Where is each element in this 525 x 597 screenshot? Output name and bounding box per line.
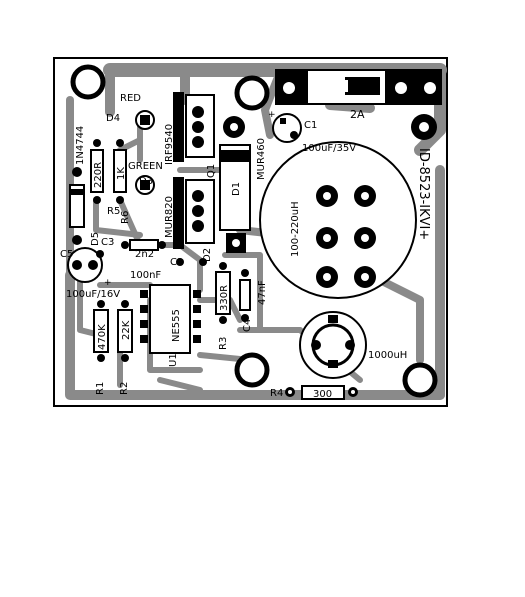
r4-label: R4 <box>270 388 283 399</box>
fuse-holder <box>275 69 442 105</box>
r5-label: R5 <box>107 206 120 217</box>
d1-diode <box>219 144 251 231</box>
fuse-rating-label: 2A <box>350 108 365 121</box>
fuse-label: FUSE <box>350 83 373 93</box>
inductor-label: 100-220uH <box>290 201 301 257</box>
d5-label: D5 <box>90 232 101 246</box>
plus-c5: + <box>104 278 112 288</box>
large-pads <box>223 114 437 397</box>
inductor-pads <box>316 185 376 288</box>
mur820-label: MUR820 <box>164 196 175 238</box>
green-label: GREEN <box>128 161 163 172</box>
output-capacitor <box>299 311 367 379</box>
q1-transistor <box>173 92 215 162</box>
led-green <box>135 175 155 195</box>
r4-resistor <box>301 385 345 400</box>
zener-diode <box>69 167 85 245</box>
c3-label: C3 <box>101 237 114 248</box>
c2-value-label: 100nF <box>130 270 161 281</box>
r1-label: R1 <box>95 382 106 395</box>
plus-c1: + <box>268 110 276 120</box>
c1-value-label: 100uF/35V <box>302 143 356 154</box>
c1-label: C1 <box>304 120 317 131</box>
d3-label: D3 <box>139 176 153 187</box>
r2-label: R2 <box>119 382 130 395</box>
r2-value-label: 22K <box>121 320 132 340</box>
d2-diode <box>173 177 215 249</box>
d2-label: D2 <box>202 248 213 262</box>
c3-value-label: 2n2 <box>135 249 154 260</box>
inductor-outline <box>259 141 417 299</box>
d1-label: D1 <box>231 182 242 196</box>
zener-label: 1N4744 <box>75 126 86 165</box>
c4-value-label: 47nF <box>257 280 268 305</box>
mounting-holes <box>70 64 438 398</box>
r1-value-label: 470K <box>97 324 108 350</box>
q1-label: IRF9540 <box>164 124 175 165</box>
c5-value-label: 100uF/16V <box>66 289 120 300</box>
r5-resistor <box>90 139 104 204</box>
r3-value-label: 330R <box>219 285 230 311</box>
r3-label: R3 <box>218 337 229 350</box>
c4-label: C4 <box>242 319 253 332</box>
mur460-label: MUR460 <box>256 138 267 180</box>
r3-resistor <box>215 262 231 324</box>
c5-capacitor <box>67 247 104 283</box>
c4-capacitor <box>239 269 251 322</box>
big-cap-label: 1000uH <box>368 350 407 361</box>
r2-resistor <box>117 300 133 362</box>
board-vertical-label: ID-8523-IKVI+ <box>416 148 431 240</box>
ne555-chip <box>140 284 201 354</box>
red-label: RED <box>120 93 141 104</box>
r1k-label: 1K <box>116 167 127 180</box>
c5-label: C5 <box>60 249 73 260</box>
c1-capacitor <box>272 113 302 143</box>
r220-label: 220R <box>93 162 104 188</box>
d4-label: D4 <box>106 113 120 124</box>
r1-resistor <box>93 300 109 362</box>
r4-value-label: 300 <box>313 389 332 400</box>
r6-resistor <box>113 139 127 204</box>
r6-label: R6 <box>120 211 131 224</box>
c2-label: C2 <box>170 257 183 268</box>
ic-ref-label: U1 <box>168 353 179 367</box>
c2-capacitor <box>176 258 207 266</box>
c3-capacitor <box>121 239 166 251</box>
ic-label: NE555 <box>171 309 182 342</box>
led-red <box>135 110 155 130</box>
q1-ref-label: Q1 <box>206 164 217 178</box>
